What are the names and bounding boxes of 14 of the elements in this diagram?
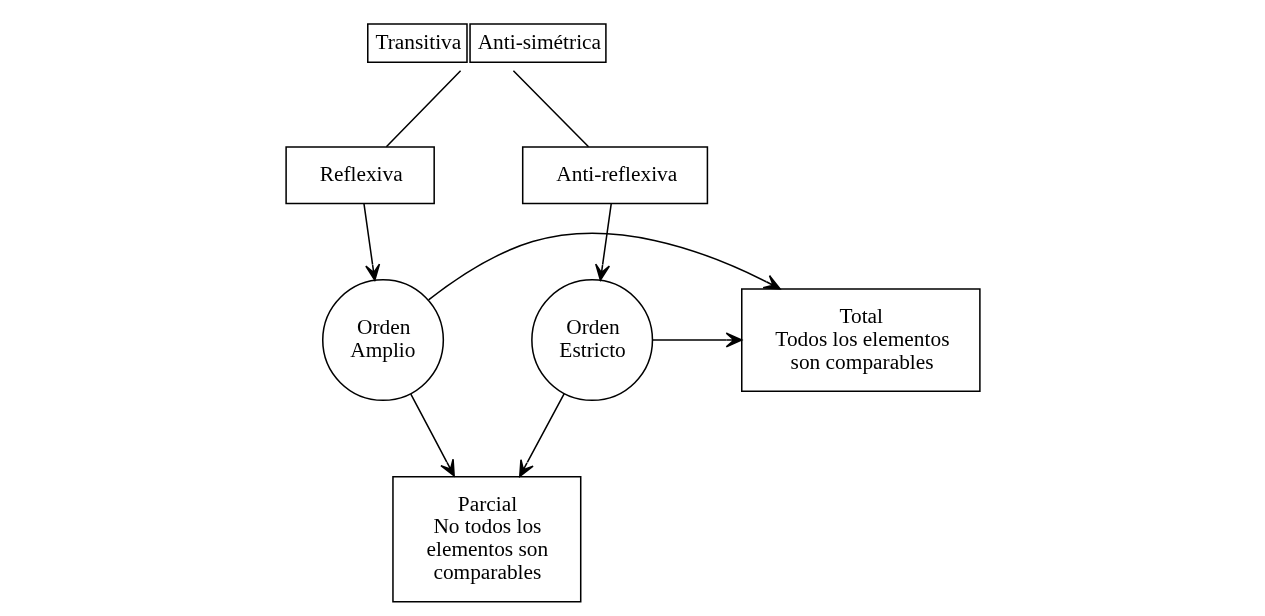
arrow: [594, 202, 612, 281]
arrow: [518, 392, 565, 478]
node-box: Reflexiva: [284, 146, 435, 205]
node-box: Parcial No todos los elementos son comparables: [391, 475, 581, 603]
arrow: [409, 393, 455, 477]
arrow: [362, 202, 380, 281]
connector: [512, 70, 589, 148]
connector: [385, 70, 461, 148]
arrow: [427, 232, 781, 301]
arrow: [651, 332, 742, 348]
node-circle: Orden Estricto: [530, 279, 653, 402]
node-box: Total Todos los elementos son comparables: [740, 288, 981, 392]
node-circle: Orden Amplio: [321, 279, 444, 402]
node-box: Anti-reflexiva: [521, 146, 708, 205]
